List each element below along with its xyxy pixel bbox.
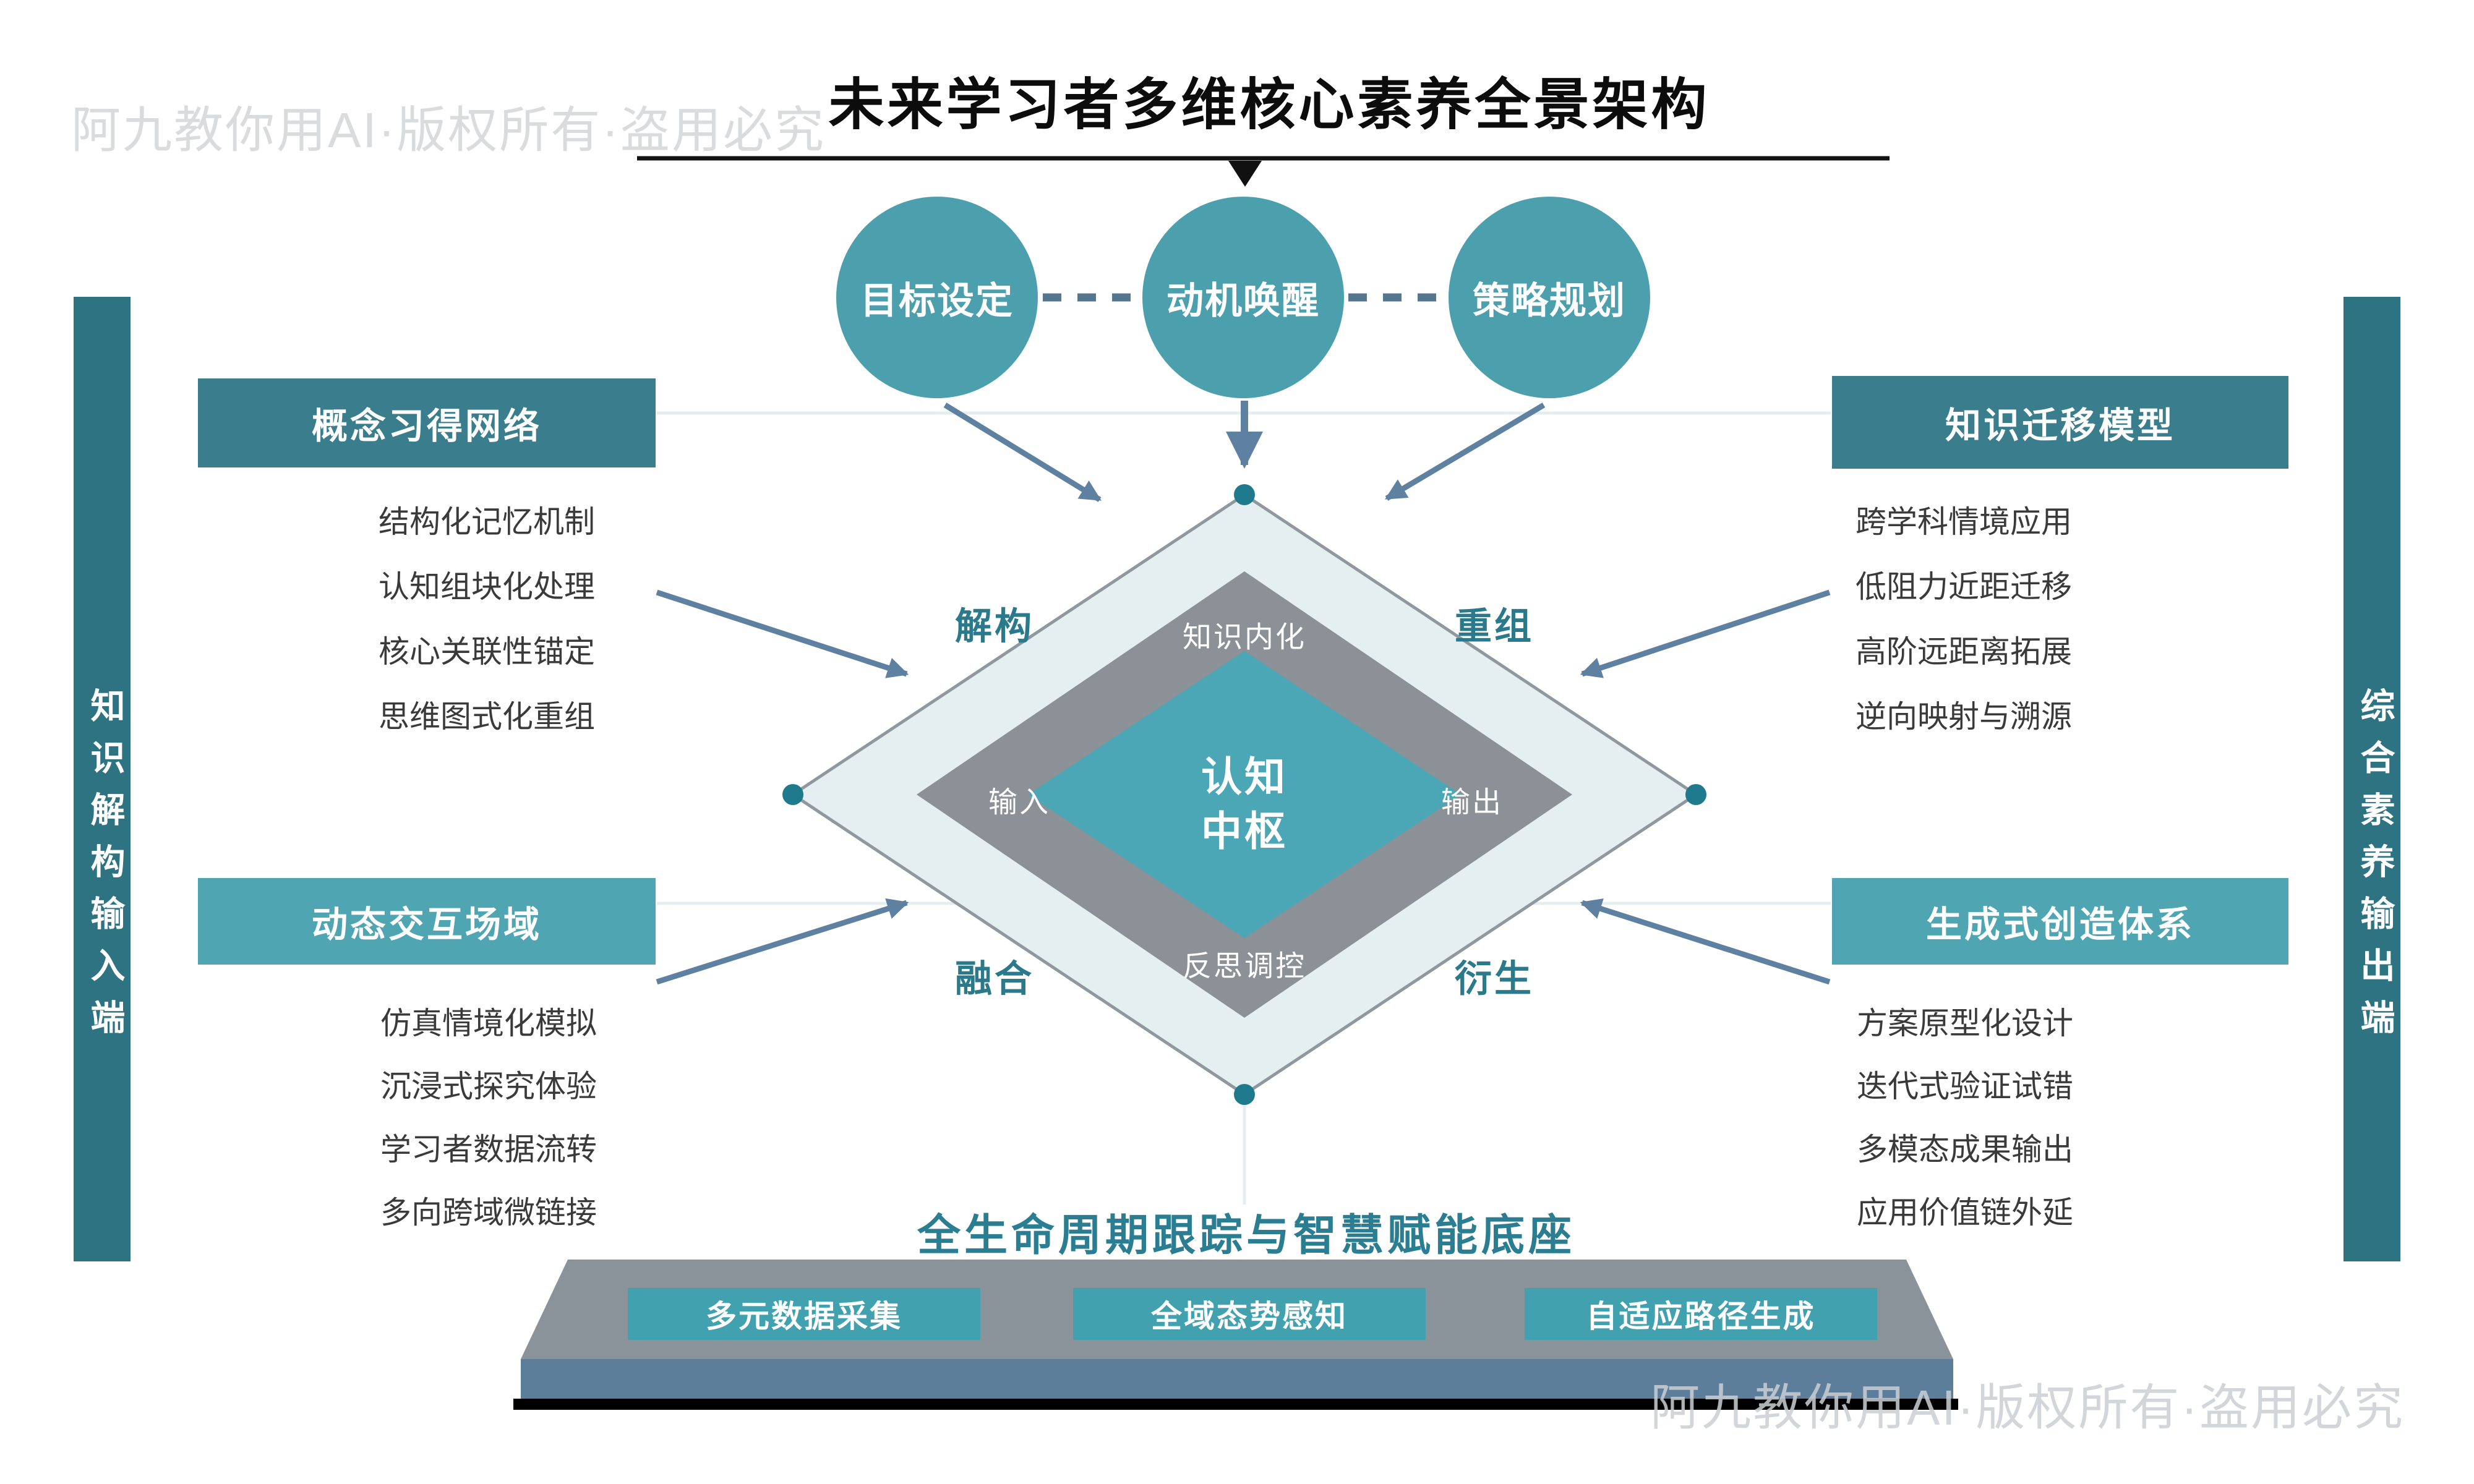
panel-interaction-field-list: 仿真情境化模拟 沉浸式探究体验 学习者数据流转 多向跨域微链接: [380, 992, 597, 1244]
page-title: 未来学习者多维核心素养全景架构: [828, 74, 1710, 136]
ring-label-input: 输入: [988, 785, 1050, 819]
list-item: 沉浸式探究体验: [380, 1069, 597, 1104]
list-item: 跨学科情境应用: [1856, 505, 2072, 539]
watermark-bottom: 阿九教你用AI·版权所有·盗用必究: [1650, 1380, 2405, 1435]
panel-concept-network-list: 结构化记忆机制 认知组块化处理 核心关联性锚定 思维图式化重组: [379, 490, 595, 749]
process-circle-strategy: 策略规划: [1449, 197, 1650, 398]
panel-concept-network-header: 概念习得网络: [198, 378, 656, 467]
panel-generative-creation-list: 方案原型化设计 迭代式验证试错 多模态成果输出 应用价值链外延: [1857, 992, 2073, 1244]
list-item: 逆向映射与溯源: [1856, 699, 2072, 734]
rail-knowledge-input: 知识解构输入端: [74, 297, 131, 1261]
arrow-bottomleft-panel-to-diamond: [656, 898, 909, 985]
list-item: 仿真情境化模拟: [380, 1006, 597, 1041]
panel-transfer-model-list: 跨学科情境应用 低阻力近距迁移 高阶远距离拓展 逆向映射与溯源: [1856, 490, 2072, 749]
arrow-topright-panel-to-diamond: [1580, 589, 1831, 678]
list-item: 应用价值链外延: [1857, 1195, 2073, 1230]
vertex-dot-top: [1234, 484, 1255, 505]
list-item: 方案原型化设计: [1857, 1006, 2073, 1041]
list-item: 低阻力近距迁移: [1856, 569, 2072, 604]
base-module-data-collection: 多元数据采集: [628, 1288, 980, 1340]
process-circle-motivation: 动机唤醒: [1142, 197, 1344, 398]
ring-label-output: 输出: [1441, 785, 1503, 819]
arrow-bottomright-panel-to-diamond: [1580, 898, 1831, 985]
rail-competency-output: 综合素养输出端: [2343, 297, 2400, 1261]
list-item: 思维图式化重组: [379, 699, 595, 734]
arrow-topleft-panel-to-diamond: [656, 589, 909, 678]
base-module-situation-awareness: 全域态势感知: [1073, 1288, 1426, 1340]
ring-label-internalization: 知识内化: [1183, 620, 1306, 654]
vertex-dot-right: [1685, 784, 1706, 805]
title-pointer-icon: [1228, 161, 1262, 187]
list-item: 认知组块化处理: [379, 569, 595, 604]
list-item: 迭代式验证试错: [1857, 1069, 2073, 1104]
base-module-adaptive-path: 自适应路径生成: [1525, 1288, 1877, 1340]
ring-label-reflection: 反思调控: [1183, 949, 1306, 983]
panel-transfer-model-header: 知识迁移模型: [1832, 376, 2288, 469]
watermark-top: 阿九教你用AI·版权所有·盗用必究: [71, 103, 826, 158]
arrow-strategy-to-diamond: [1385, 403, 1546, 501]
vertex-dot-bottom: [1234, 1084, 1255, 1105]
panel-generative-creation-header: 生成式创造体系: [1832, 878, 2288, 965]
cognitive-core-label: 认知 中枢: [1201, 749, 1288, 858]
corner-label-recombine: 重组: [1455, 605, 1534, 647]
list-item: 结构化记忆机制: [379, 505, 595, 539]
corner-label-deconstruct: 解构: [955, 605, 1034, 647]
arrow-goal-to-diamond: [943, 403, 1102, 502]
platform-base-strip: [513, 1399, 1958, 1410]
vertex-dot-left: [782, 784, 803, 805]
list-item: 多模态成果输出: [1857, 1132, 2073, 1167]
list-item: 多向跨域微链接: [380, 1195, 597, 1230]
base-caption: 全生命周期跟踪与智慧赋能底座: [917, 1211, 1575, 1260]
list-item: 学习者数据流转: [380, 1132, 597, 1167]
core-diamond: [1028, 651, 1461, 938]
panel-interaction-field-header: 动态交互场域: [198, 878, 656, 965]
corner-label-fuse: 融合: [955, 958, 1034, 1000]
platform-front-face: [521, 1359, 1953, 1399]
rail-knowledge-input-label: 知识解构输入端: [86, 688, 125, 1051]
cognitive-core-line2: 中枢: [1201, 808, 1288, 854]
cognitive-core-line1: 认知: [1201, 754, 1288, 800]
list-item: 核心关联性锚定: [379, 634, 595, 669]
list-item: 高阶远距离拓展: [1856, 634, 2072, 669]
corner-label-derive: 衍生: [1455, 958, 1534, 1000]
process-circle-goal: 目标设定: [836, 197, 1038, 398]
rail-competency-output-label: 综合素养输出端: [2356, 688, 2395, 1051]
